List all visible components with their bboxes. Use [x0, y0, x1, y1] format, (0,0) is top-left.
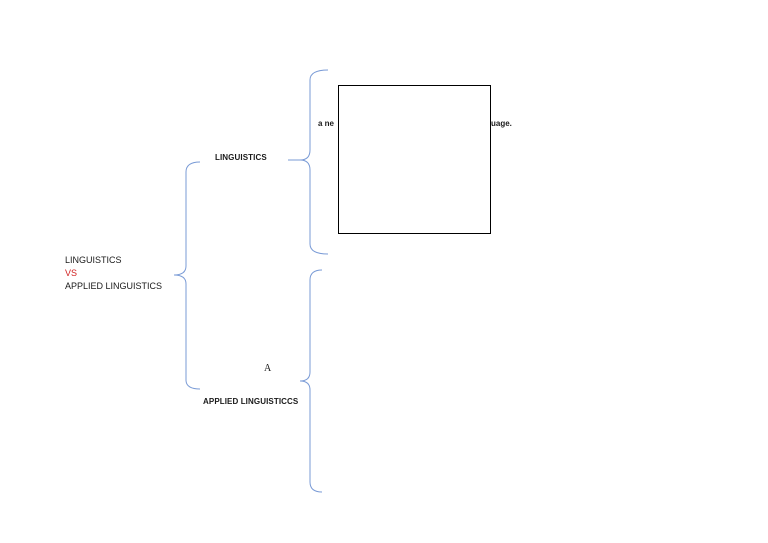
linguistics-brace — [299, 69, 329, 255]
overlay-box — [338, 85, 491, 234]
marker-letter: A — [264, 363, 272, 374]
root-line-linguistics: LINGUISTICS — [65, 255, 122, 265]
branch-label-applied: APPLIED LINGUISTICCS — [203, 397, 299, 406]
branch-label-linguistics: LINGUISTICS — [215, 153, 267, 162]
root-line-vs: VS — [65, 268, 78, 278]
definition-fragment-right: uage. — [491, 119, 512, 128]
main-brace — [173, 161, 201, 390]
applied-brace — [299, 269, 323, 493]
definition-fragment-left: a ne — [318, 119, 335, 128]
root-line-applied: APPLIED LINGUISTICS — [65, 281, 163, 291]
root-label: LINGUISTICS VS APPLIED LINGUISTICS — [65, 254, 162, 293]
